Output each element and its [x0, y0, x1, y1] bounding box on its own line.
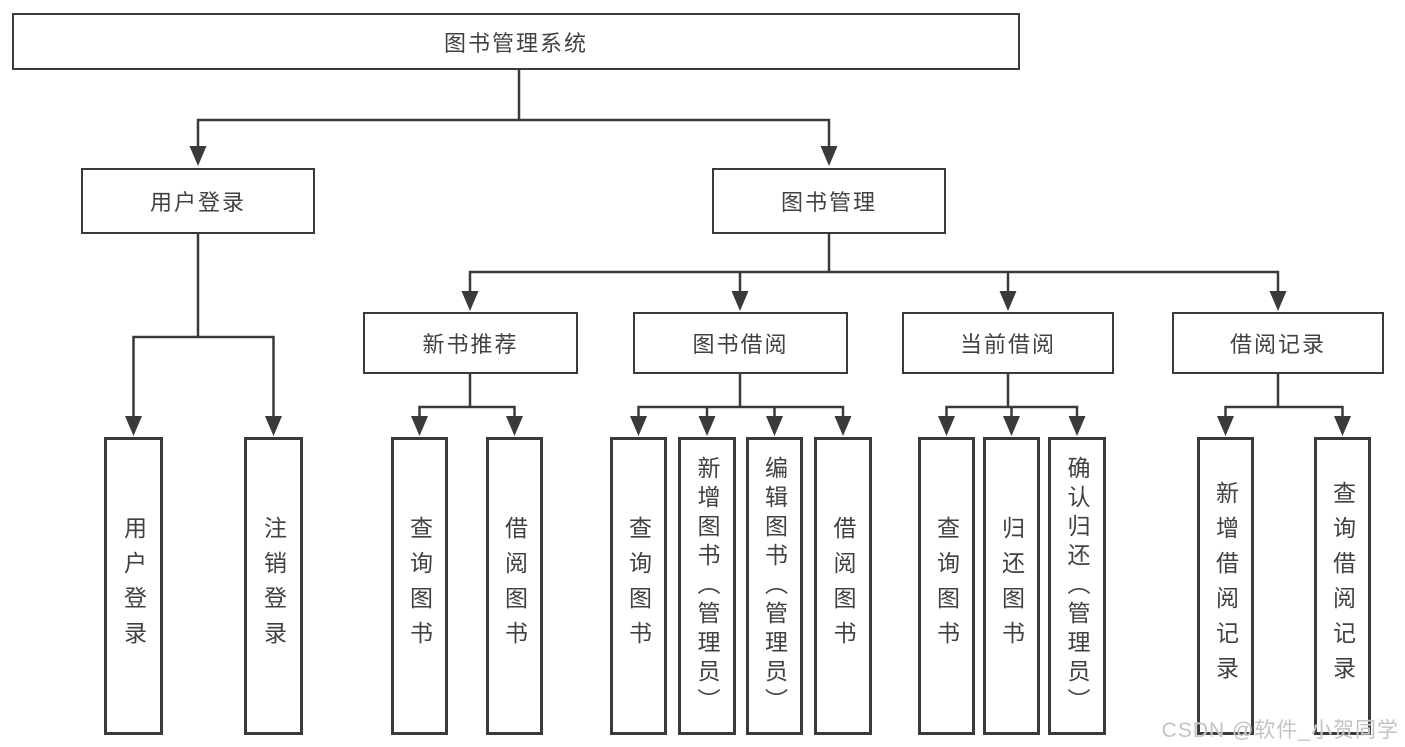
leaf-add-books-admin: 新增图书（管理员）: [678, 437, 736, 735]
leaf-return-books: 归还图书: [983, 437, 1040, 735]
connector-new-book-recommend-to-leaves: [418, 372, 516, 422]
connector-user-login-to-leaves: [132, 232, 275, 422]
leaf-user-login: 用户登录: [104, 437, 163, 735]
leaf-query-books-recommend: 查询图书: [391, 437, 448, 735]
csdn-watermark: CSDN @软件_小贺同学: [1161, 719, 1399, 742]
node-borrow-records: 借阅记录: [1172, 312, 1384, 374]
leaf-query-borrow-record: 查询借阅记录: [1314, 437, 1371, 735]
connector-borrow-records-to-leaves: [1224, 372, 1344, 422]
connector-root-to-level2: [196, 68, 831, 152]
node-book-borrow: 图书借阅: [633, 312, 848, 374]
connector-book-borrow-to-leaves: [637, 372, 845, 422]
connector-current-borrow-to-leaves: [945, 372, 1079, 422]
node-new-book-recommend: 新书推荐: [363, 312, 578, 374]
leaf-borrow-books: 借阅图书: [814, 437, 872, 735]
leaf-borrow-books-recommend: 借阅图书: [486, 437, 543, 735]
arrowheads: [125, 146, 1351, 436]
leaf-confirm-return-admin: 确认归还（管理员）: [1048, 437, 1106, 735]
leaf-edit-books-admin: 编辑图书（管理员）: [746, 437, 803, 735]
node-current-borrow: 当前借阅: [902, 312, 1114, 374]
connector-book-management-to-level3: [468, 232, 1280, 297]
node-user-login: 用户登录: [81, 168, 315, 234]
node-book-management: 图书管理: [712, 168, 946, 234]
leaf-logout: 注销登录: [244, 437, 303, 735]
leaf-query-books-current: 查询图书: [918, 437, 975, 735]
node-library-management-system: 图书管理系统: [12, 13, 1020, 70]
leaf-query-books-borrow: 查询图书: [610, 437, 667, 735]
leaf-add-borrow-record: 新增借阅记录: [1197, 437, 1254, 735]
